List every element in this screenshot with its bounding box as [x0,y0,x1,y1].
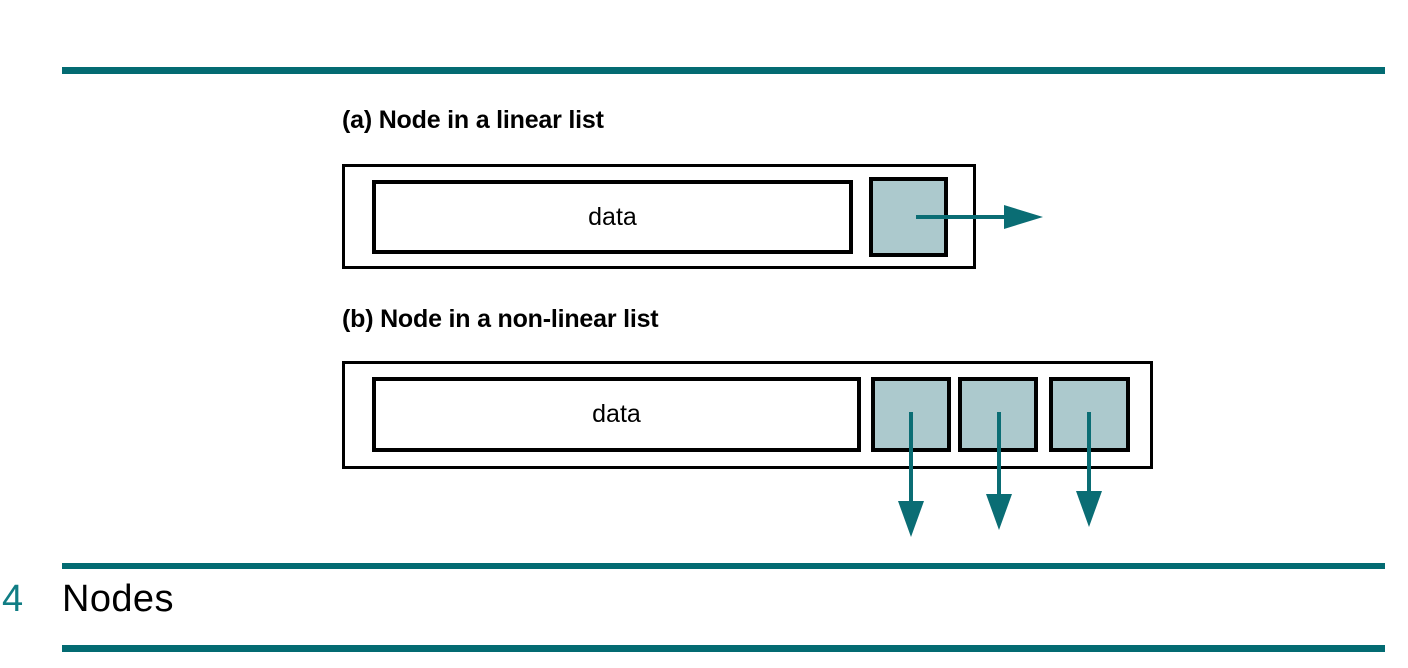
diagram-b-caption: (b) Node in a non-linear list [342,305,659,333]
node-a-data-field: data [372,180,853,254]
slide-footer-title: Nodes [62,578,174,620]
slide-number: 4 [2,578,24,620]
node-b-child-pointer-2 [958,377,1038,452]
node-b-child-pointer-1 [871,377,951,452]
node-b-child-pointer-3 [1049,377,1130,452]
node-b-data-field: data [372,377,861,452]
diagram-a-caption: (a) Node in a linear list [342,106,604,134]
node-a-data-label: data [588,202,637,231]
middle-accent-rule [62,563,1385,569]
top-accent-rule [62,67,1385,74]
node-b-data-label: data [592,400,641,428]
bottom-accent-rule [62,645,1385,652]
node-a-next-pointer [869,177,948,257]
